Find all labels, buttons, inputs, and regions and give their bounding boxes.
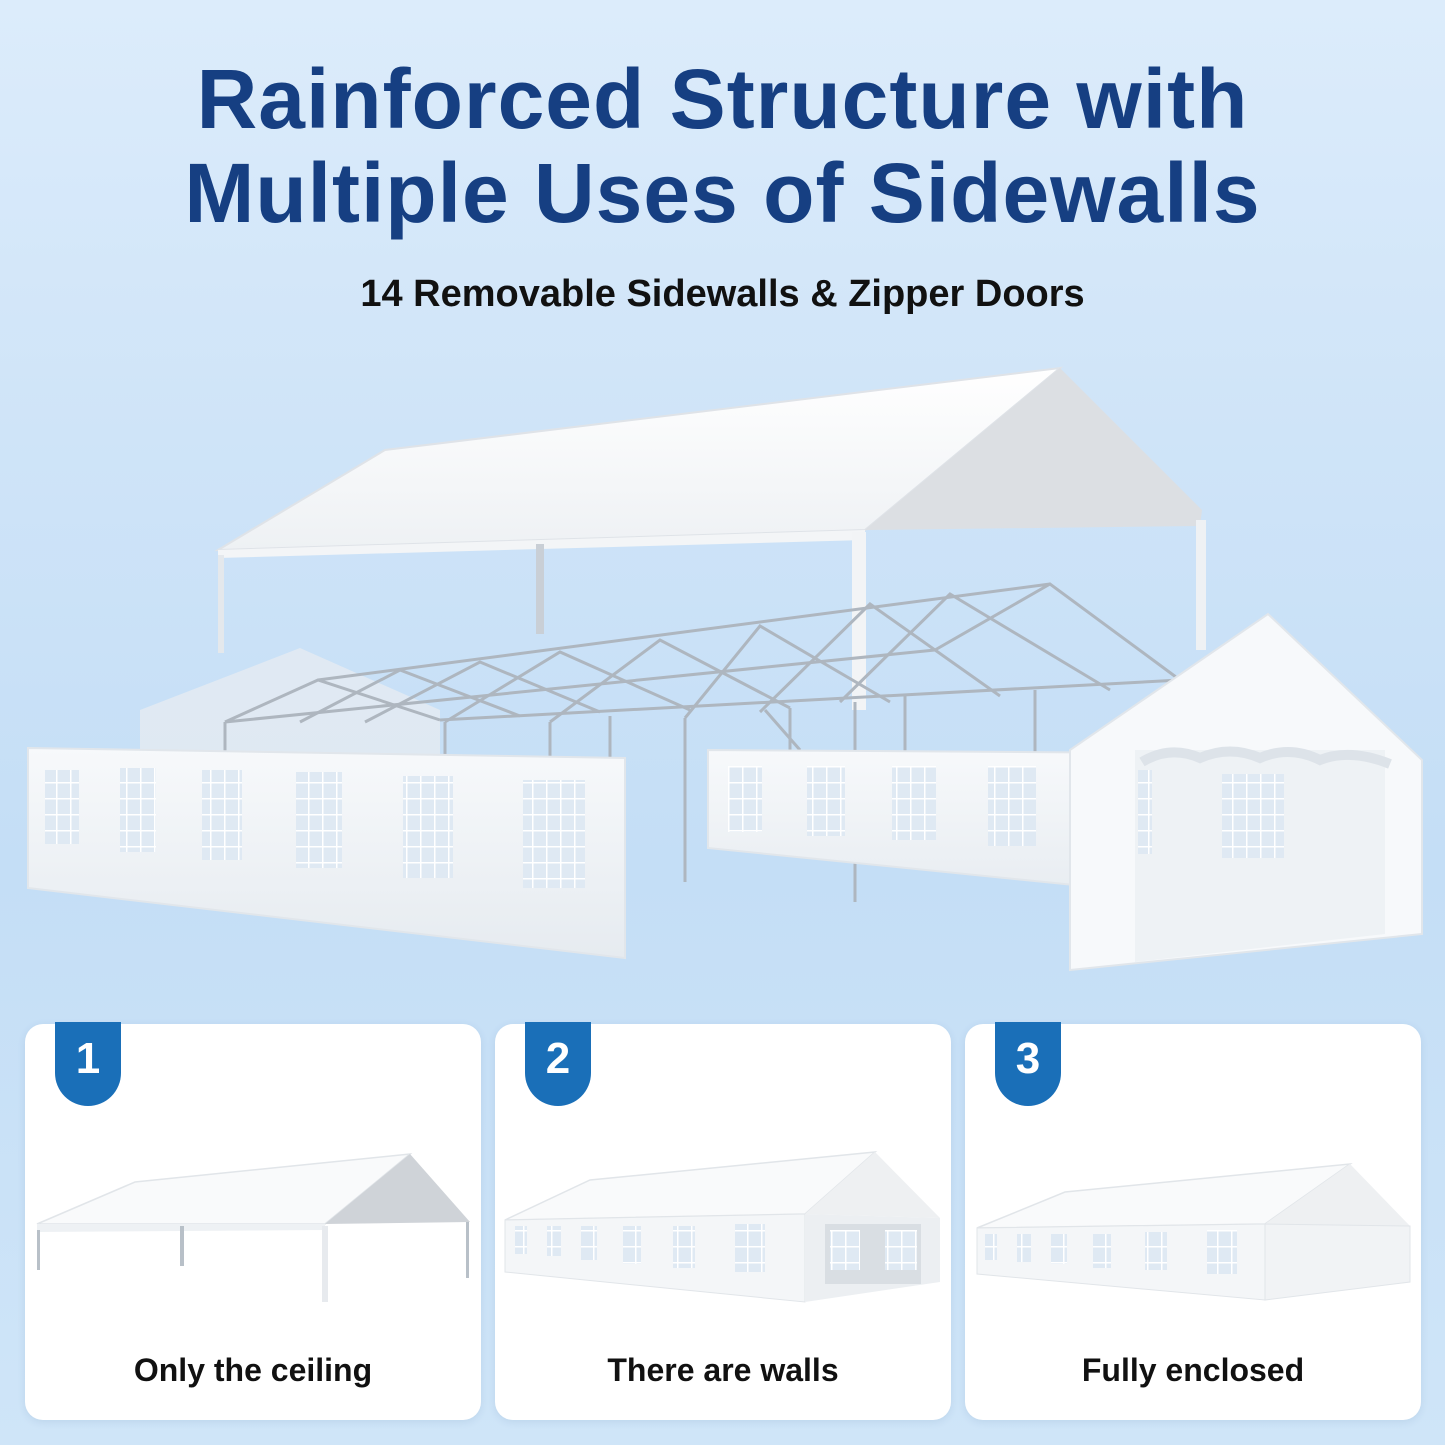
back-gable-wall [140, 648, 440, 760]
headline-line-2: Multiple Uses of Sidewalls [184, 146, 1261, 240]
card-label: Fully enclosed [1081, 1352, 1305, 1388]
option-card-3: 3 Fully enclosed [965, 1022, 1421, 1420]
badge-number: 3 [1015, 1034, 1041, 1083]
tent-ceiling-only-image [36, 1153, 470, 1302]
roof-canopy [214, 366, 1206, 710]
tent-fully-enclosed-image [976, 1162, 1411, 1301]
option-card-1: 1 Only the ceiling [25, 1022, 481, 1420]
headline-line-1: Rainforced Structure with [196, 52, 1249, 146]
number-badge: 2 [525, 1022, 591, 1106]
number-badge: 3 [995, 1022, 1061, 1106]
badge-number: 1 [75, 1034, 101, 1083]
front-gable-wall [1069, 612, 1423, 972]
headline: Rainforced Structure with Multiple Uses … [0, 52, 1445, 240]
left-sidewall [27, 746, 626, 960]
subtitle: 14 Removable Sidewalls & Zipper Doors [360, 273, 1085, 315]
option-card-2: 2 There are walls [495, 1022, 951, 1420]
tent-with-walls-image [504, 1151, 940, 1303]
card-label: Only the ceiling [133, 1352, 373, 1388]
badge-number: 2 [545, 1034, 571, 1083]
number-badge: 1 [55, 1022, 121, 1106]
card-label: There are walls [607, 1352, 839, 1388]
exploded-tent-illustration [27, 366, 1423, 972]
